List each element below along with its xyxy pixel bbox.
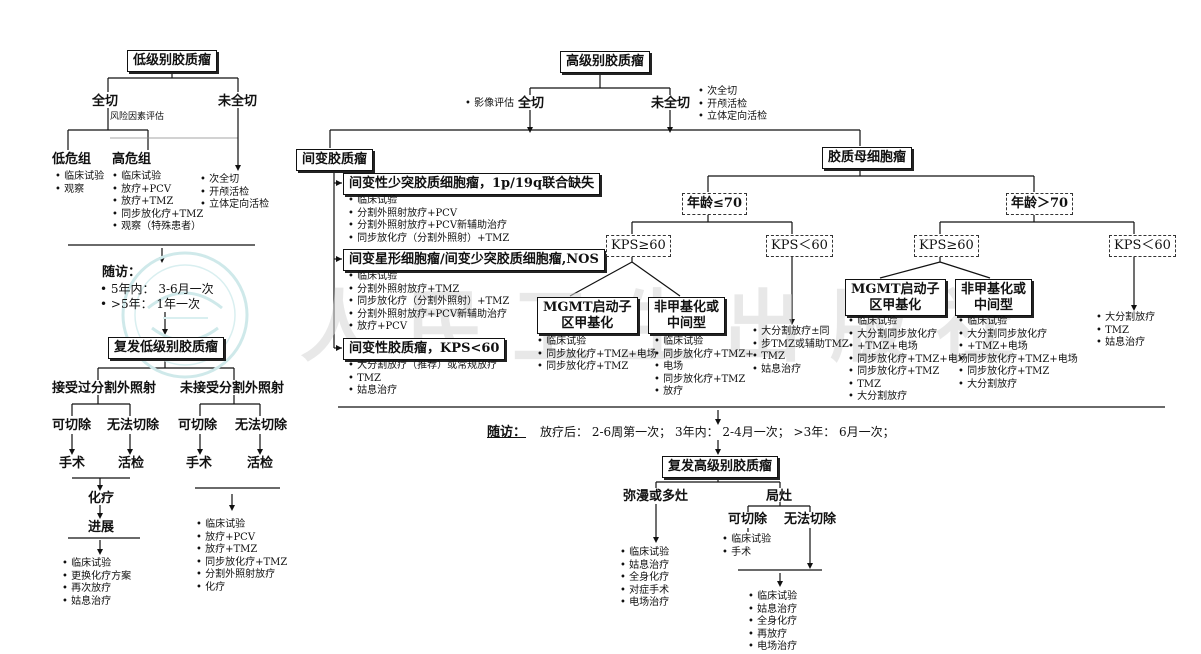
nonmeth-b-list: 临床试验大分割同步放化疗+TMZ+电场同步放化疗+TMZ+电场同步放化疗+TMZ…	[958, 316, 1078, 391]
partial-resection-label: 未全切	[218, 94, 258, 109]
right-followup-label: 随访：	[487, 425, 527, 440]
diffuse-label: 弥漫或多灶	[623, 489, 689, 504]
nonmeth-a-list: 临床试验同步放化疗+TMZ+电场同步放化疗+TMZ放疗	[654, 336, 754, 399]
astro-box: 间变星形细胞瘤/间变少突胶质细胞瘤,NOS	[343, 249, 605, 271]
unresectable-b: 无法切除	[235, 418, 288, 433]
low-grade-title: 低级别胶质瘤	[127, 50, 218, 72]
resectable-a: 可切除	[52, 418, 92, 433]
full-label: 全切	[518, 96, 545, 111]
low-risk-list: 临床试验观察	[55, 171, 104, 196]
progress-list: 临床试验更换化疗方案再次放疗姑息治疗	[62, 558, 131, 608]
age-le70: 年龄≤70	[682, 193, 747, 215]
mgmt-a-list: 临床试验同步放化疗+TMZ+电场同步放化疗+TMZ	[537, 336, 657, 374]
resectable-list: 临床试验手术	[722, 534, 771, 559]
oligo-list: 临床试验分割外照射放疗+PCV分割外照射放疗+PCV新辅助治疗同步放化疗（分割外…	[348, 195, 509, 245]
progress-label: 进展	[88, 520, 115, 535]
full-resection-label: 全切	[92, 94, 119, 109]
kps-lt60-a: KPS＜60	[766, 235, 833, 257]
not-received-rt-label: 未接受分割外照射	[180, 381, 285, 396]
high-grade-title: 高级别胶质瘤	[560, 51, 651, 73]
recurrent-high-grade: 复发高级别胶质瘤	[662, 456, 779, 478]
recurrent-low-grade: 复发低级别胶质瘤	[108, 337, 225, 359]
mgmt-b-list: 临床试验大分割同步放化疗+TMZ+电场同步放化疗+TMZ+电场同步放化疗+TMZ…	[848, 316, 968, 404]
unresectable-label: 无法切除	[784, 512, 837, 527]
kps-low-anaplastic-box: 间变性胶质瘤，KPS<60	[343, 338, 506, 360]
chemo-label: 化疗	[88, 491, 115, 506]
followup-list: 5年内： 3-6月一次>5年： 1年一次	[100, 282, 214, 312]
kps-ge60-b: KPS≥60	[914, 235, 979, 257]
right-partial-list: 次全切开颅活检立体定向活检	[698, 86, 767, 124]
high-risk-list: 临床试验放疗+PCV放疗+TMZ同步放化疗+TMZ观察（特殊患者）	[112, 171, 203, 234]
nonmeth-box-a: 非甲基化或中间型	[648, 297, 726, 335]
nonmeth-box-b: 非甲基化或中间型	[955, 279, 1033, 317]
surgery-b: 手术	[186, 456, 213, 471]
age-gt70: 年龄＞70	[1006, 193, 1074, 215]
oligo-box: 间变性少突胶质细胞瘤，1p/19q联合缺失	[343, 173, 601, 195]
local-label: 局灶	[766, 489, 793, 504]
biopsy-b: 活检	[247, 456, 274, 471]
glioblastoma: 胶质母细胞瘤	[822, 147, 913, 169]
final-list: 临床试验姑息治疗全身化疗再放疗电场治疗	[748, 591, 797, 654]
surgery-a: 手术	[59, 456, 86, 471]
astro-list: 临床试验分割外照射放疗+TMZ同步放化疗（分割外照射）+TMZ分割外照射放疗+P…	[348, 271, 509, 334]
right-followup-text: 放疗后： 2-6周第一次； 3年内： 2-4月一次； >3年： 6月一次；	[540, 425, 895, 439]
followup-label: 随访：	[102, 265, 142, 280]
kps-lt60-b-list: 大分割放疗TMZ姑息治疗	[1096, 312, 1155, 350]
not-rt-list: 临床试验放疗+PCV放疗+TMZ同步放化疗+TMZ分割外照射放疗化疗	[196, 519, 287, 594]
kps-lt60-a-list: 大分割放疗±同步TMZ或辅助TMZTMZ姑息治疗	[752, 326, 849, 376]
imaging-label: 影像评估	[465, 98, 514, 111]
resectable-label: 可切除	[728, 512, 768, 527]
high-risk-label: 高危组	[112, 152, 152, 167]
anaplastic-glioma: 间变胶质瘤	[296, 149, 374, 171]
mgmt-box-b: MGMT启动子区甲基化	[845, 279, 946, 317]
kps-ge60-a: KPS≥60	[606, 235, 671, 257]
kps-low-anaplastic-list: 大分割放疗（推荐）或常规放疗TMZ姑息治疗	[348, 360, 497, 398]
risk-eval-label: 风险因素评估	[110, 112, 165, 122]
received-rt-label: 接受过分割外照射	[52, 381, 157, 396]
diffuse-list: 临床试验姑息治疗全身化疗对症手术电场治疗	[620, 547, 669, 610]
low-risk-label: 低危组	[52, 152, 92, 167]
resectable-b: 可切除	[178, 418, 218, 433]
partial-list: 次全切开颅活检立体定向活检	[200, 174, 269, 212]
partial-label: 未全切	[651, 96, 691, 111]
biopsy-a: 活检	[118, 456, 145, 471]
mgmt-box-a: MGMT启动子区甲基化	[537, 297, 638, 335]
kps-lt60-b: KPS＜60	[1109, 235, 1176, 257]
unresectable-a: 无法切除	[107, 418, 160, 433]
